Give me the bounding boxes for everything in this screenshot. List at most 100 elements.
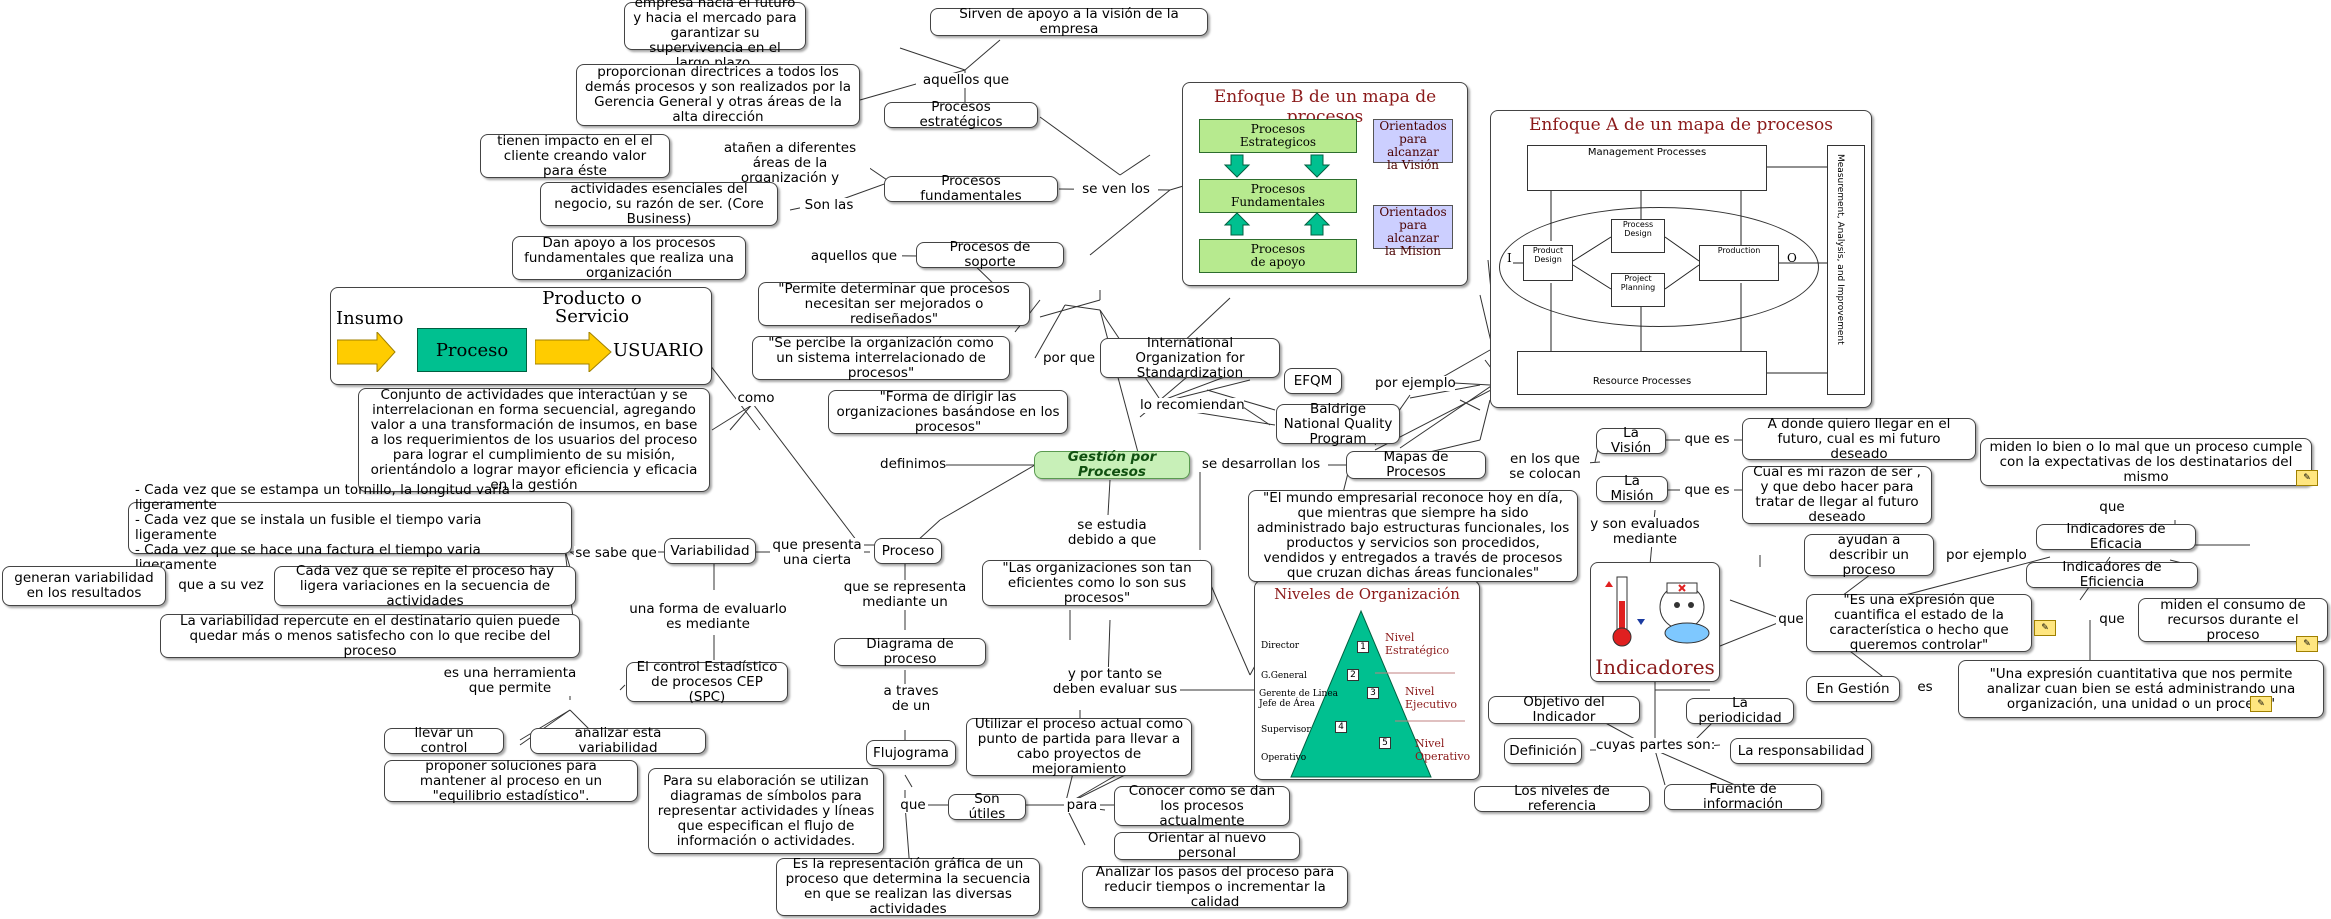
node-objetivo[interactable]: Objetivo del Indicador bbox=[1488, 695, 1640, 725]
label-por-que: por que bbox=[1040, 351, 1098, 366]
node-miden-bien[interactable]: miden lo bien o lo mal que un proceso cu… bbox=[1980, 438, 2312, 486]
node-permite-text: "Permite determinar que procesos necesit… bbox=[778, 280, 1010, 327]
node-definicion-text: Definición bbox=[1509, 742, 1577, 759]
node-fuente[interactable]: Fuente de información bbox=[1664, 782, 1822, 812]
enfoque-b-estrategicos: Procesos Estrategicos bbox=[1199, 119, 1357, 153]
thermometer-doctor-icon bbox=[1605, 576, 1710, 647]
node-miden-bien-text: miden lo bien o lo mal que un proceso cu… bbox=[1989, 438, 2303, 485]
node-mapas[interactable]: Mapas de Procesos bbox=[1346, 449, 1486, 480]
node-flujograma[interactable]: Flujograma bbox=[866, 740, 956, 766]
node-proponer-text: proponer soluciones para mantener al pro… bbox=[419, 757, 603, 804]
node-repercute[interactable]: La variabilidad repercute en el destinat… bbox=[160, 613, 580, 658]
node-la-vision[interactable]: La Visión bbox=[1596, 426, 1666, 456]
node-cada-vez[interactable]: - Cada vez que se estampa un tornillo, l… bbox=[128, 483, 572, 573]
label-forma-evaluarlo: una forma de evaluarlo es mediante bbox=[628, 601, 788, 632]
note-icon-4[interactable]: ✎ bbox=[2250, 696, 2272, 712]
node-niveles-ref[interactable]: Los niveles de referencia bbox=[1474, 784, 1650, 814]
node-mapas-text: Mapas de Procesos bbox=[1383, 449, 1449, 480]
node-eficientes[interactable]: "Las organizaciones son tan eficientes c… bbox=[982, 560, 1212, 606]
node-forma[interactable]: "Forma de dirigir las organizaciones bas… bbox=[828, 389, 1068, 434]
node-periodicidad[interactable]: La periodicidad bbox=[1686, 696, 1794, 726]
note-icon-2[interactable]: ✎ bbox=[2296, 636, 2318, 652]
node-expresion1[interactable]: "Es una expresión que cuantifica el esta… bbox=[1806, 593, 2032, 653]
node-esenciales[interactable]: actividades esenciales del negocio, su r… bbox=[540, 181, 778, 226]
center-gestion-por-procesos[interactable]: Gestión por Procesos bbox=[1034, 450, 1190, 480]
output-o-label: O bbox=[1787, 251, 1797, 265]
label-aquellos-que: aquellos que bbox=[916, 73, 1016, 88]
indicadores-panel[interactable]: Indicadores bbox=[1590, 562, 1720, 682]
node-diagrama[interactable]: Diagrama de proceso bbox=[834, 637, 986, 667]
node-elaboracion[interactable]: Para su elaboración se utilizan diagrama… bbox=[648, 768, 884, 854]
insumo-label: Insumo bbox=[336, 308, 404, 329]
node-dan-apoyo[interactable]: Dan apoyo a los procesos fundamentales q… bbox=[512, 235, 746, 280]
node-futuro[interactable]: Son las que orientan la empresa hacia el… bbox=[624, 0, 806, 71]
node-variabilidad[interactable]: Variabilidad bbox=[664, 538, 756, 564]
node-ayudan[interactable]: ayudan a describir un proceso bbox=[1804, 532, 1934, 577]
label-a-su-vez: que a su vez bbox=[176, 578, 266, 593]
node-estrategicos[interactable]: Procesos estratégicos bbox=[884, 100, 1038, 130]
node-efqm[interactable]: EFQM bbox=[1284, 368, 1342, 394]
note-icon-3[interactable]: ✎ bbox=[2034, 620, 2056, 636]
node-apoyo-vision[interactable]: Sirven de apoyo a la visión de la empres… bbox=[930, 7, 1208, 37]
node-en-gestion[interactable]: En Gestión bbox=[1806, 676, 1900, 702]
node-son-utiles[interactable]: Son útiles bbox=[948, 792, 1026, 822]
node-responsabilidad[interactable]: La responsabilidad bbox=[1730, 738, 1872, 764]
node-utilizar-text: Utilizar el proceso actual como punto de… bbox=[974, 716, 1184, 777]
node-proceso[interactable]: Proceso bbox=[874, 538, 942, 564]
node-definicion[interactable]: Definición bbox=[1504, 738, 1582, 764]
node-razon[interactable]: Cual es mi razon de ser , y que debo hac… bbox=[1742, 465, 1932, 525]
measurement-box: Measurement, Analysis, and Improvement bbox=[1827, 145, 1865, 395]
node-soporte[interactable]: Procesos de soporte bbox=[916, 239, 1064, 270]
node-conjunto-text: Conjunto de actividades que interactúan … bbox=[370, 386, 698, 493]
node-efqm-text: EFQM bbox=[1293, 372, 1333, 389]
node-permite[interactable]: "Permite determinar que procesos necesit… bbox=[758, 280, 1030, 327]
node-llevar-control[interactable]: llevar un control bbox=[384, 726, 504, 756]
node-sistema[interactable]: "Se percibe la organización como un sist… bbox=[752, 335, 1010, 380]
node-expresion2-text: "Una expresión cuantitativa que nos perm… bbox=[1986, 665, 2296, 712]
node-soporte-text: Procesos de soporte bbox=[949, 239, 1031, 270]
node-elaboracion-text: Para su elaboración se utilizan diagrama… bbox=[657, 772, 875, 849]
node-conocer[interactable]: Conocer como se dan los procesos actualm… bbox=[1114, 783, 1290, 828]
label-que-flujo: que bbox=[898, 798, 928, 813]
node-fundamentales[interactable]: Procesos fundamentales bbox=[884, 174, 1058, 204]
node-donde[interactable]: A donde quiero llegar en el futuro, cual… bbox=[1742, 416, 1976, 461]
label-que-presenta: que presenta una cierta bbox=[770, 538, 864, 568]
node-cada-vez-text: - Cada vez que se estampa un tornillo, l… bbox=[135, 482, 510, 573]
node-repite-text: Cada vez que se repite el proceso hay li… bbox=[295, 562, 555, 609]
label-se-desarrollan: se desarrollan los bbox=[1194, 457, 1328, 472]
label-por-ejemplo: por ejemplo bbox=[1375, 375, 1456, 391]
node-analizar-pasos[interactable]: Analizar los pasos del proceso para redu… bbox=[1082, 864, 1348, 909]
niveles-panel: Niveles de Organización 1 2 3 4 5 Direct… bbox=[1254, 580, 1480, 780]
node-directrices[interactable]: proporcionan directrices a todos los dem… bbox=[576, 64, 860, 126]
node-cep[interactable]: El control Estadístico de procesos CEP (… bbox=[626, 659, 788, 704]
measurement-label: Measurement, Analysis, and Improvement bbox=[1835, 154, 1845, 345]
node-la-mision[interactable]: La Misión bbox=[1596, 474, 1668, 504]
node-mundo[interactable]: "El mundo empresarial reconoce hoy en dí… bbox=[1248, 490, 1578, 582]
node-impacto[interactable]: tienen impacto en el el cliente creando … bbox=[480, 133, 670, 178]
node-orientar[interactable]: Orientar al nuevo personal bbox=[1114, 831, 1300, 861]
node-analizar-variabilidad[interactable]: analizar esta variabilidad bbox=[530, 726, 706, 756]
note-icon[interactable]: ✎ bbox=[2296, 470, 2318, 486]
node-generan[interactable]: generan variabilidad en los resultados bbox=[2, 566, 166, 606]
node-iso[interactable]: International Organization for Standardi… bbox=[1100, 335, 1280, 380]
usuario-label: USUARIO bbox=[613, 340, 704, 361]
node-eficiencia[interactable]: Indicadores de Eficiencia bbox=[2026, 560, 2198, 590]
node-baldrige[interactable]: Baldrige National Quality Program bbox=[1276, 401, 1400, 446]
project-planning-box: Project Planning bbox=[1611, 273, 1665, 307]
label-cuyas: cuyas partes son: bbox=[1596, 737, 1716, 753]
node-directrices-text: proporcionan directrices a todos los dem… bbox=[584, 64, 851, 125]
pyr-num-3: 3 bbox=[1367, 687, 1379, 699]
node-responsabilidad-text: La responsabilidad bbox=[1737, 742, 1865, 759]
node-mundo-text: "El mundo empresarial reconoce hoy en dí… bbox=[1256, 490, 1570, 581]
node-representacion[interactable]: Es la representación gráfica de un proce… bbox=[776, 857, 1040, 917]
node-consumo[interactable]: miden el consumo de recursos durante el … bbox=[2138, 597, 2328, 642]
niv-right-1: Nivel Estratégico bbox=[1385, 631, 1450, 657]
node-repite[interactable]: Cada vez que se repite el proceso hay li… bbox=[274, 562, 576, 609]
node-eficacia[interactable]: Indicadores de Eficacia bbox=[2036, 522, 2196, 552]
input-i-label: I bbox=[1507, 251, 1512, 265]
node-conjunto[interactable]: Conjunto de actividades que interactúan … bbox=[358, 386, 710, 493]
node-proponer[interactable]: proponer soluciones para mantener al pro… bbox=[384, 757, 638, 804]
node-generan-text: generan variabilidad en los resultados bbox=[14, 570, 154, 601]
node-utilizar[interactable]: Utilizar el proceso actual como punto de… bbox=[966, 716, 1192, 777]
label-que-es-2: que es bbox=[1680, 483, 1734, 498]
